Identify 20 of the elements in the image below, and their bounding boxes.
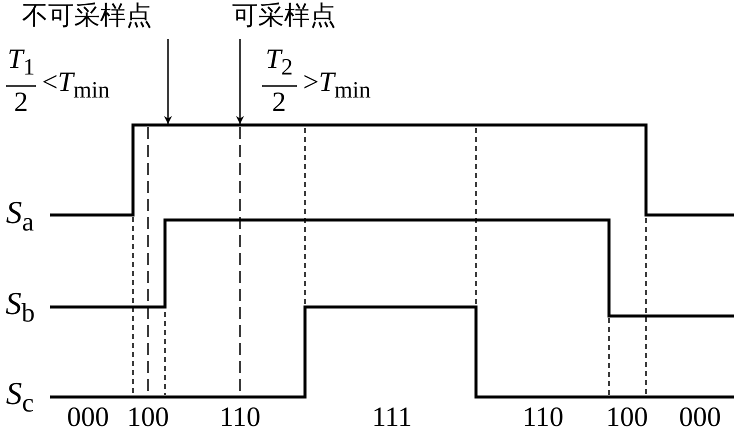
sampling-point-label: 不可采样点 [22, 3, 152, 29]
formula-part: >T$_{min}$ [303, 69, 371, 103]
state-code: 100 [127, 404, 169, 432]
sampling-point-label: 可采样点 [232, 3, 336, 29]
state-code: 000 [67, 404, 109, 432]
formula-part: 2 [272, 89, 286, 117]
state-code: 000 [679, 404, 721, 432]
formula-part: 2 [14, 89, 28, 117]
state-code: 110 [522, 404, 564, 432]
state-code: 100 [606, 404, 648, 432]
signal-name: S$_{a}$ [6, 196, 34, 236]
state-code: 110 [220, 404, 260, 432]
state-code: 111 [372, 404, 412, 432]
formula-part: T$_{2}$ [266, 46, 293, 80]
formula-part: <T$_{min}$ [42, 69, 110, 103]
arrow [164, 39, 172, 124]
formula-part: T$_{1}$ [8, 46, 35, 80]
arrow [236, 39, 244, 124]
signal-name: S$_{b}$ [6, 287, 35, 326]
signal-name: S$_{c}$ [6, 377, 34, 416]
